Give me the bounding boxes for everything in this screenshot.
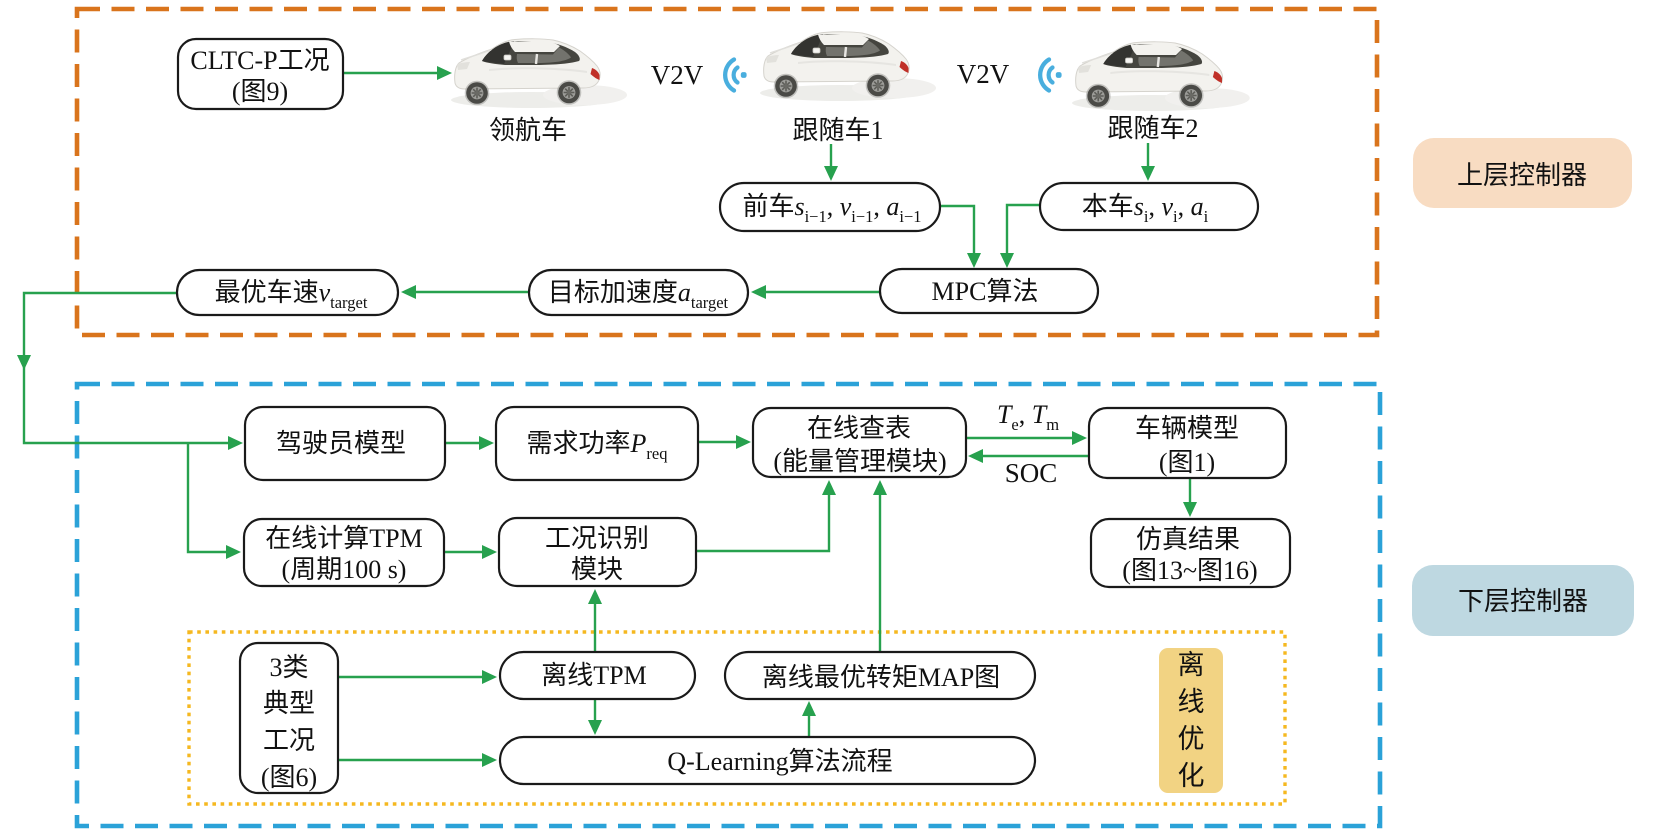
svg-text:Te, Tm: Te, Tm: [997, 400, 1059, 434]
svg-text:化: 化: [1178, 761, 1205, 791]
svg-text:本车si, vi, ai: 本车si, vi, ai: [1082, 192, 1209, 226]
svg-text:V2V: V2V: [651, 60, 704, 90]
svg-text:需求功率Preq: 需求功率Preq: [527, 429, 668, 463]
svg-text:仿真结果: 仿真结果: [1136, 525, 1240, 554]
svg-text:跟随车2: 跟随车2: [1107, 114, 1198, 143]
svg-text:离线最优转矩MAP图: 离线最优转矩MAP图: [762, 663, 1000, 692]
svg-text:离: 离: [1178, 650, 1205, 680]
svg-text:(图13~图16): (图13~图16): [1122, 556, 1257, 585]
svg-text:(图9): (图9): [232, 77, 288, 106]
svg-text:离线TPM: 离线TPM: [541, 661, 646, 690]
svg-text:上层控制器: 上层控制器: [1457, 161, 1587, 190]
svg-text:跟随车1: 跟随车1: [792, 116, 883, 145]
svg-text:(图6): (图6): [261, 763, 317, 792]
svg-text:SOC: SOC: [1005, 458, 1058, 488]
svg-text:目标加速度atarget: 目标加速度atarget: [548, 278, 729, 312]
svg-text:Q-Learning算法流程: Q-Learning算法流程: [667, 747, 892, 776]
svg-text:(周期100 s): (周期100 s): [282, 555, 407, 584]
svg-text:优: 优: [1178, 724, 1205, 754]
svg-text:(能量管理模块): (能量管理模块): [773, 447, 946, 476]
svg-text:MPC算法: MPC算法: [932, 277, 1039, 306]
svg-text:工况识别: 工况识别: [545, 524, 649, 553]
svg-text:驾驶员模型: 驾驶员模型: [276, 429, 406, 458]
svg-text:线: 线: [1178, 687, 1205, 717]
svg-text:车辆模型: 车辆模型: [1135, 414, 1239, 443]
svg-text:典型: 典型: [263, 689, 315, 718]
svg-text:在线查表: 在线查表: [807, 414, 911, 443]
svg-text:最优车速vtarget: 最优车速vtarget: [215, 278, 368, 312]
svg-text:前车si−1, vi−1, ai−1: 前车si−1, vi−1, ai−1: [742, 192, 921, 226]
svg-text:在线计算TPM: 在线计算TPM: [265, 524, 422, 553]
svg-text:(图1): (图1): [1159, 448, 1215, 477]
svg-text:CLTC-P工况: CLTC-P工况: [190, 46, 329, 75]
svg-text:V2V: V2V: [957, 59, 1010, 89]
svg-text:3类: 3类: [269, 653, 308, 682]
svg-text:模块: 模块: [571, 555, 623, 584]
svg-text:下层控制器: 下层控制器: [1458, 587, 1588, 616]
svg-text:工况: 工况: [263, 726, 315, 755]
svg-text:领航车: 领航车: [489, 116, 567, 145]
